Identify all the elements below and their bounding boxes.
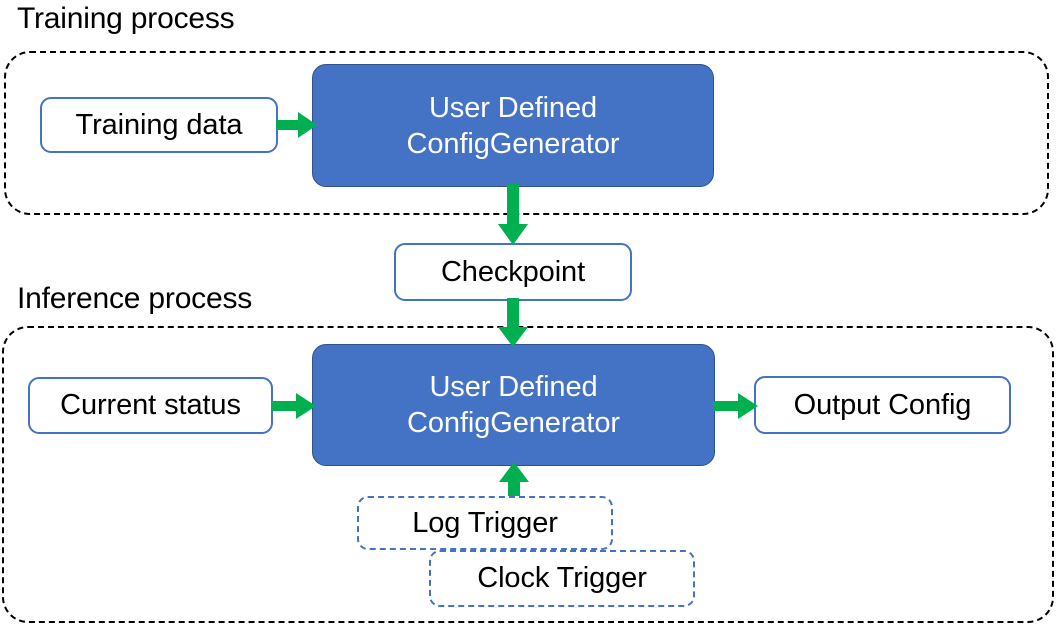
node-current-status[interactable]: Current status bbox=[28, 377, 273, 434]
inference-process-caption: Inference process bbox=[17, 282, 253, 315]
node-output-config[interactable]: Output Config bbox=[754, 376, 1011, 434]
node-label-line-1: User Defined bbox=[428, 91, 598, 124]
arrow-down-checkpoint-to-generator-icon bbox=[496, 298, 530, 348]
training-process-caption: Training process bbox=[17, 2, 235, 35]
arrow-right-training-data-to-generator-icon bbox=[276, 110, 318, 140]
node-label-line-2: ConfigGenerator bbox=[406, 127, 620, 160]
node-clock-trigger[interactable]: Clock Trigger bbox=[429, 550, 695, 607]
node-inference-user-defined-configgenerator[interactable]: User Defined ConfigGenerator bbox=[312, 344, 715, 466]
arrow-right-generator-to-output-config-icon bbox=[713, 391, 759, 421]
arrow-down-generator-to-checkpoint-icon bbox=[496, 184, 530, 246]
arrow-right-current-status-to-generator-icon bbox=[271, 391, 317, 421]
node-checkpoint[interactable]: Checkpoint bbox=[394, 243, 632, 301]
training-process-container bbox=[4, 51, 1049, 215]
node-training-user-defined-configgenerator[interactable]: User Defined ConfigGenerator bbox=[312, 64, 714, 187]
node-label-line-2: ConfigGenerator bbox=[407, 407, 620, 439]
arrow-up-triggers-to-generator-icon bbox=[497, 462, 531, 507]
node-training-data[interactable]: Training data bbox=[40, 97, 278, 153]
node-label-line-1: User Defined bbox=[429, 371, 598, 403]
node-log-trigger[interactable]: Log Trigger bbox=[357, 496, 613, 550]
